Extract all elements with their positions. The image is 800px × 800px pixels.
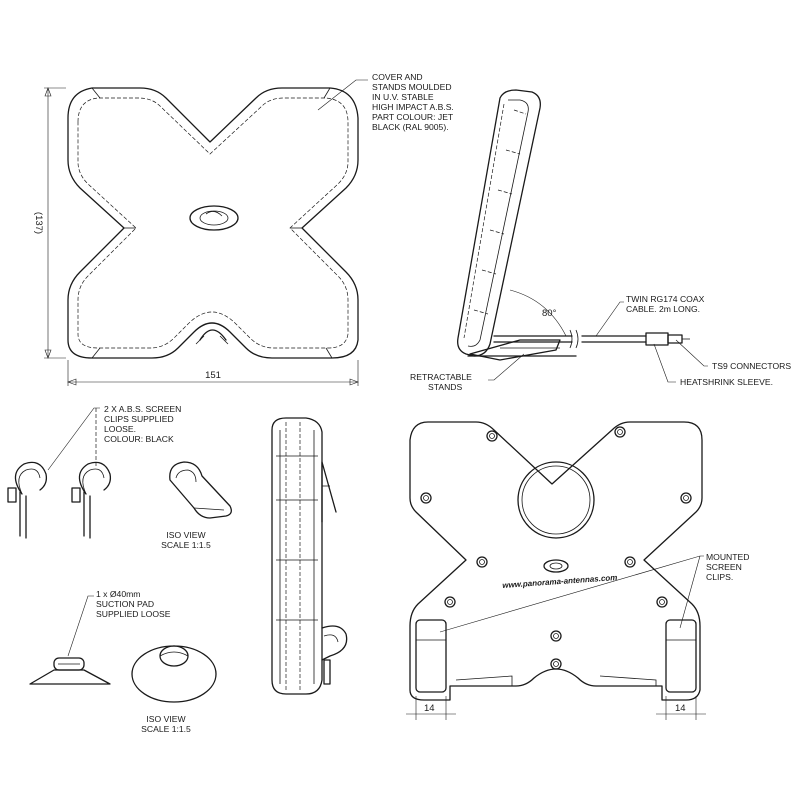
- svg-text:BLACK (RAL 9005).: BLACK (RAL 9005).: [372, 122, 449, 132]
- svg-text:ISO VIEW: ISO VIEW: [146, 714, 186, 724]
- svg-text:CLIPS SUPPLIED: CLIPS SUPPLIED: [104, 414, 174, 424]
- mounted-leader-1: [439, 555, 704, 633]
- svg-text:STANDS: STANDS: [428, 382, 462, 392]
- svg-text:1 x Ø40mm: 1 x Ø40mm: [96, 589, 140, 599]
- cover-note: COVER AND STANDS MOULDED IN U.V. STABLE …: [372, 72, 454, 132]
- svg-text:IN U.V. STABLE: IN U.V. STABLE: [372, 92, 434, 102]
- screen-clips: [7, 461, 112, 539]
- heatshrink-leader: [653, 343, 676, 383]
- suction-leader: [67, 595, 94, 657]
- side-view: [457, 89, 690, 361]
- connectors-note: TS9 CONNECTORS: [712, 361, 791, 371]
- height-dimension: (137): [33, 212, 44, 234]
- back-view: [406, 421, 706, 720]
- clip-right-dimension: 14: [675, 703, 686, 714]
- svg-text:CABLE. 2m LONG.: CABLE. 2m LONG.: [626, 304, 700, 314]
- connectors-leader: [675, 339, 708, 367]
- svg-text:COVER AND: COVER AND: [372, 72, 423, 82]
- svg-text:ISO VIEW: ISO VIEW: [166, 530, 206, 540]
- svg-text:SCALE 1:1.5: SCALE 1:1.5: [141, 724, 191, 734]
- front-view: [44, 87, 359, 386]
- clips-note: 2 X A.B.S. SCREEN CLIPS SUPPLIED LOOSE. …: [104, 404, 181, 444]
- svg-text:TWIN RG174 COAX: TWIN RG174 COAX: [626, 294, 705, 304]
- suction-iso-view: [131, 645, 217, 703]
- heatshrink-note: HEATSHRINK SLEEVE.: [680, 377, 773, 387]
- mounting-holes: [420, 426, 692, 670]
- svg-text:STANDS MOULDED: STANDS MOULDED: [372, 82, 452, 92]
- clip-iso-note: ISO VIEW SCALE 1:1.5: [161, 530, 211, 550]
- suction-pad: [29, 657, 111, 685]
- clips-leader-1: [47, 407, 100, 471]
- svg-text:MOUNTED: MOUNTED: [706, 552, 749, 562]
- mounted-leader-2: [679, 555, 701, 629]
- svg-text:HIGH IMPACT A.B.S.: HIGH IMPACT A.B.S.: [372, 102, 454, 112]
- svg-text:SCREEN: SCREEN: [706, 562, 742, 572]
- clip-iso-view: [169, 461, 232, 519]
- stands-leader: [488, 353, 525, 381]
- cable-leader: [595, 301, 624, 337]
- svg-text:LOOSE.: LOOSE.: [104, 424, 136, 434]
- side-profile-view: [271, 417, 348, 695]
- svg-text:SUPPLIED LOOSE: SUPPLIED LOOSE: [96, 609, 171, 619]
- stands-note: RETRACTABLE STANDS: [410, 372, 472, 392]
- brand-text: www.panorama-antennas.com: [502, 573, 618, 590]
- svg-text:SUCTION PAD: SUCTION PAD: [96, 599, 154, 609]
- svg-text:RETRACTABLE: RETRACTABLE: [410, 372, 472, 382]
- mounted-note: MOUNTED SCREEN CLIPS.: [706, 552, 749, 582]
- angle-dimension: 80°: [542, 308, 557, 319]
- clip-left-dimension: 14: [424, 703, 435, 714]
- svg-text:2 X A.B.S. SCREEN: 2 X A.B.S. SCREEN: [104, 404, 181, 414]
- svg-text:PART COLOUR: JET: PART COLOUR: JET: [372, 112, 454, 122]
- width-dimension: 151: [205, 370, 221, 381]
- svg-text:SCALE 1:1.5: SCALE 1:1.5: [161, 540, 211, 550]
- suction-iso-note: ISO VIEW SCALE 1:1.5: [141, 714, 191, 734]
- svg-text:COLOUR: BLACK: COLOUR: BLACK: [104, 434, 174, 444]
- cable-note: TWIN RG174 COAX CABLE. 2m LONG.: [626, 294, 705, 314]
- suction-note: 1 x Ø40mm SUCTION PAD SUPPLIED LOOSE: [96, 589, 171, 619]
- svg-text:CLIPS.: CLIPS.: [706, 572, 733, 582]
- cover-leader: [317, 79, 368, 111]
